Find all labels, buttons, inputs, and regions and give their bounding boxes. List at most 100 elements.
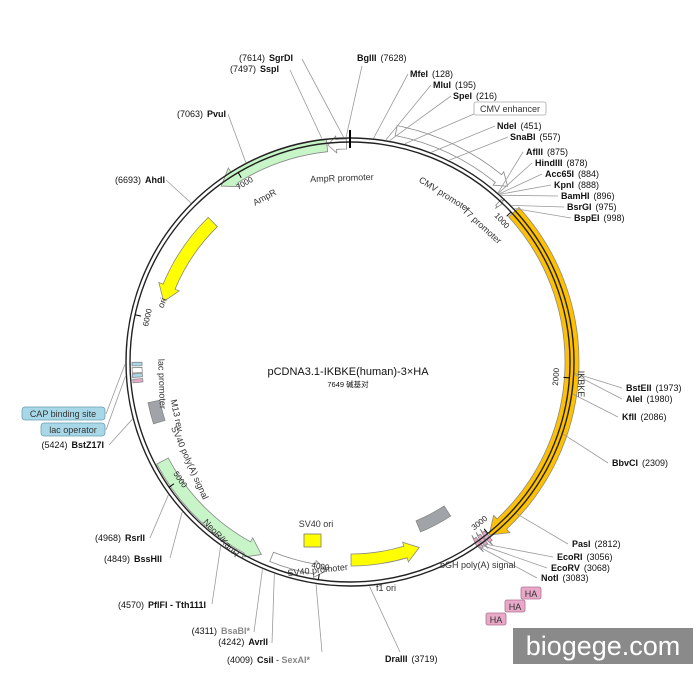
feature-lac-promoter bbox=[131, 367, 143, 374]
leader-layer bbox=[105, 58, 623, 653]
site-leader-line bbox=[498, 162, 533, 194]
cap-binding-site-box bbox=[21, 406, 106, 421]
site-leader-line bbox=[501, 194, 559, 197]
tick-mark bbox=[317, 573, 320, 580]
site-label-hindiii: HindIII(878) bbox=[535, 158, 588, 168]
site-label-mlui: MluI(195) bbox=[433, 80, 476, 90]
site-label-bspei: BspEI(998) bbox=[574, 213, 625, 223]
cap-binding-site-label: CAP binding site bbox=[30, 409, 96, 419]
site-leader-line bbox=[227, 113, 247, 163]
plasmid-title: pCDNA3.1-IKBKE(human)-3×HA bbox=[267, 366, 429, 378]
tick-label: 6000 bbox=[141, 307, 154, 327]
site-label-kfli: KflI(2086) bbox=[622, 412, 667, 422]
watermark: biogege.com bbox=[513, 628, 693, 664]
site-leader-line bbox=[574, 374, 623, 400]
site-label-bamhi: BamHI(896) bbox=[561, 191, 615, 201]
feature-lac-operator bbox=[131, 372, 143, 378]
site-leader-line bbox=[480, 544, 548, 569]
site-leader-line bbox=[373, 73, 409, 139]
site-label-mfei: MfeI(128) bbox=[410, 69, 453, 79]
site-leader-line bbox=[562, 433, 609, 464]
site-label-bglii: BglII(7628) bbox=[357, 53, 407, 63]
site-leader-line bbox=[165, 179, 192, 204]
site-leader-line bbox=[369, 585, 401, 653]
site-label-ecorv: EcoRV(3068) bbox=[551, 563, 610, 573]
site-leader-line bbox=[105, 364, 126, 415]
site-leader-line bbox=[449, 136, 509, 161]
feature-bgh-poly-a-signal bbox=[415, 505, 452, 533]
feature-label-sv40-ori: SV40 ori bbox=[299, 519, 334, 529]
tick-label: 3000 bbox=[470, 514, 490, 533]
feature-sv40-promoter bbox=[269, 551, 328, 579]
tick-mark bbox=[506, 211, 512, 217]
site-leader-line bbox=[499, 173, 543, 195]
site-leader-line bbox=[105, 376, 126, 431]
site-leader-line bbox=[389, 95, 452, 141]
tick-mark bbox=[168, 483, 175, 488]
site-label-bsshii: (4849)BssHII bbox=[104, 554, 162, 564]
feature-m13-rev bbox=[132, 378, 144, 384]
feature-label-lac-promoter: lac promoter bbox=[156, 359, 168, 409]
site-label-bsteii: BstEII(1973) bbox=[626, 383, 682, 393]
site-label-sgrdi: (7614)SgrDI bbox=[239, 53, 293, 63]
feature-cap-binding-site bbox=[131, 361, 143, 367]
feature-ori bbox=[158, 216, 218, 302]
site-label-snabi: SnaBI(557) bbox=[510, 132, 561, 142]
lac-operator-box bbox=[40, 422, 106, 437]
feature-neor-kanr bbox=[156, 457, 262, 558]
tick-mark bbox=[135, 314, 142, 317]
plasmid-length: 7649 碱基对 bbox=[327, 379, 369, 389]
ha-tag-label-3: HA bbox=[490, 615, 503, 625]
feature-ikbke bbox=[488, 206, 580, 536]
site-leader-line bbox=[108, 418, 133, 446]
site-label-pflfi: (4570)PflFI - Tth111I bbox=[118, 600, 206, 610]
feature-labels: CMV promoter T7 promoter IKBKE bGH poly(… bbox=[156, 172, 586, 593]
site-leader-line bbox=[271, 573, 275, 644]
feature-ampr-promoter bbox=[327, 134, 348, 154]
site-leader-line bbox=[572, 393, 619, 418]
tick-label: 2000 bbox=[551, 367, 561, 386]
site-label-csii: (4009)CsiI - SexAI* bbox=[227, 655, 311, 665]
site-leader-line bbox=[211, 546, 222, 605]
site-label-aflii: AflII(875) bbox=[526, 147, 568, 157]
site-label-avrii: (4242)AvrII bbox=[218, 637, 268, 647]
site-leader-line bbox=[253, 569, 263, 633]
tick-mark bbox=[483, 528, 489, 534]
site-label-ecori: EcoRI(3056) bbox=[557, 552, 613, 562]
site-leader-line bbox=[514, 208, 572, 219]
feature-label-f1-ori: f1 ori bbox=[376, 583, 396, 593]
feature-label-ori: ori bbox=[156, 296, 169, 309]
tick-label: 4000 bbox=[311, 561, 330, 573]
site-label-kpni: KpnI(888) bbox=[554, 180, 599, 190]
site-label-bstz17i: (5424)BstZ17I bbox=[41, 440, 104, 450]
site-label-ndei: NdeI(451) bbox=[497, 121, 542, 131]
feature-label-bgh-polya: bGH poly(A) signal bbox=[440, 560, 516, 570]
sv40-ori-box bbox=[303, 533, 322, 548]
site-label-alei: AleI(1980) bbox=[626, 394, 673, 404]
site-label-rsrii: (4968)RsrII bbox=[95, 533, 145, 543]
site-leader-line bbox=[482, 543, 554, 558]
site-label-sspi: (7497)SspI bbox=[230, 64, 279, 74]
ha-tag-label-1: HA bbox=[525, 589, 538, 599]
cmv-enhancer-box bbox=[473, 101, 547, 116]
site-leader-line bbox=[478, 546, 538, 579]
site-leader-line bbox=[345, 65, 363, 138]
feature-f1-ori bbox=[350, 541, 420, 567]
feature-t7-promoter bbox=[494, 198, 505, 209]
site-leader-line bbox=[149, 494, 169, 539]
site-label-pasi: PasI(2812) bbox=[572, 539, 621, 549]
site-leader-line bbox=[301, 58, 344, 138]
tick-mark bbox=[237, 172, 242, 178]
site-label-bsrgi: BsrGI(975) bbox=[567, 202, 617, 212]
site-leader-line bbox=[289, 69, 323, 139]
feature-layer bbox=[131, 125, 580, 579]
ha-tag-box-3 bbox=[485, 612, 507, 626]
site-label-spei: SpeI(216) bbox=[453, 91, 497, 101]
site-label-bbvci: BbvCI(2309) bbox=[612, 458, 668, 468]
site-leader-line bbox=[511, 204, 565, 208]
site-label-ahdi: (6693)AhdI bbox=[115, 175, 165, 185]
restriction-sites: (7614)SgrDI (7497)SspI BglII(7628) MfeI(… bbox=[41, 53, 681, 665]
lac-operator-label: lac operator bbox=[49, 425, 97, 435]
feature-sv40-poly-a-signal bbox=[147, 399, 166, 425]
